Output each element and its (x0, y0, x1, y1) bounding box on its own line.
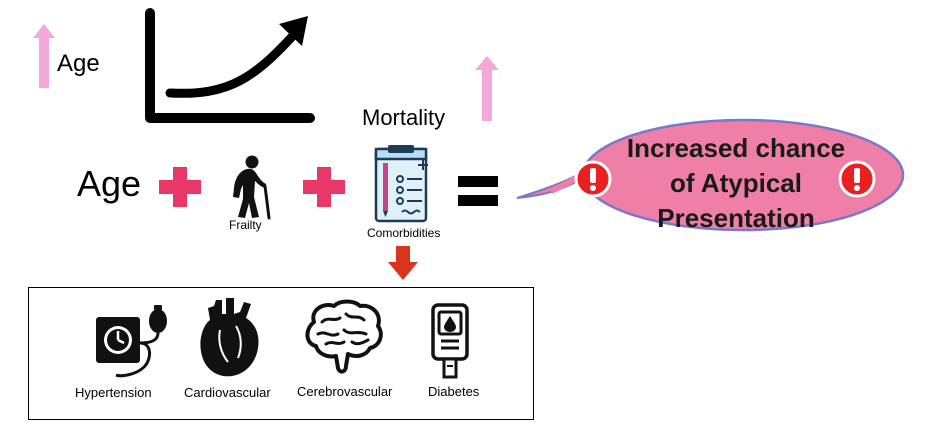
condition-label: Diabetes (428, 384, 480, 399)
equals-icon (458, 176, 498, 206)
callout-line-3: Presentation (657, 203, 815, 233)
plus-icon (303, 167, 345, 207)
rising-curve-graph-icon (145, 8, 315, 123)
elderly-person-with-cane-icon (233, 155, 271, 220)
warning-icon (838, 160, 876, 198)
mortality-label: Mortality (362, 105, 446, 130)
callout-line-2: of Atypical (670, 168, 802, 198)
blood-pressure-monitor-icon (96, 305, 167, 378)
checklist-clipboard-icon (374, 145, 428, 223)
down-arrow-icon (388, 246, 418, 280)
condition-label: Cerebrovascular (297, 384, 393, 399)
top-age-label: Age (57, 50, 100, 77)
plus-icon (159, 167, 201, 207)
condition-label: Hypertension (75, 385, 152, 400)
mortality-increase-arrow-icon (475, 56, 499, 121)
comorbidities-label: Comorbidities (367, 226, 441, 240)
frailty-label: Frailty (229, 218, 262, 232)
condition-label: Cardiovascular (184, 385, 271, 400)
heart-icon (200, 298, 259, 377)
glucose-meter-icon (431, 303, 469, 379)
callout-line-1: Increased chance (626, 133, 846, 163)
brain-icon (305, 299, 383, 374)
age-increase-arrow-icon (33, 24, 55, 88)
warning-icon (574, 160, 612, 198)
callout-text: Increased chance of Atypical Presentatio… (613, 131, 859, 236)
equation-age-label: Age (77, 163, 142, 204)
